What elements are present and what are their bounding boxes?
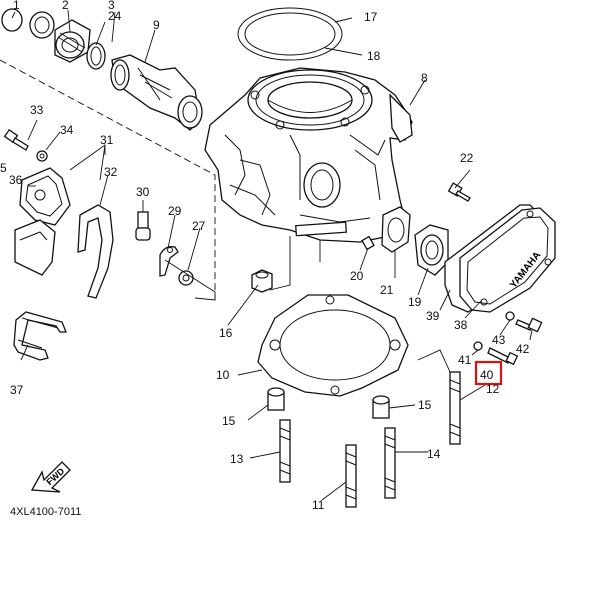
- part-label-27[interactable]: 27: [192, 219, 206, 233]
- exhaust-flange-19: [414, 224, 449, 276]
- part-labels: 1 2 3 24 9 17 18 8 33 34 31 5 36 32 30 2…: [0, 0, 530, 512]
- yamaha-cover: YAMAHA: [459, 207, 556, 313]
- gasket-31-guide: [69, 144, 106, 181]
- part-label-34[interactable]: 34: [60, 123, 74, 137]
- clamp-29: [159, 246, 179, 277]
- bolt-40: [487, 347, 519, 366]
- bolt-22: [447, 182, 471, 202]
- part-label-12[interactable]: 12: [486, 382, 500, 396]
- part-label-19[interactable]: 19: [408, 295, 422, 309]
- washer-43: [505, 311, 515, 321]
- part-label-30[interactable]: 30: [136, 185, 150, 199]
- part-label-11[interactable]: 11: [312, 498, 325, 512]
- part-label-20[interactable]: 20: [350, 269, 364, 283]
- part-label-14[interactable]: 14: [427, 447, 441, 461]
- part-label-3[interactable]: 3: [108, 0, 115, 12]
- exhaust-gasket-21: [381, 206, 411, 253]
- bolt-42: [515, 317, 543, 333]
- boundary-line: [0, 59, 216, 300]
- stud-12: [449, 371, 461, 445]
- cylinder-o-ring-inner: [244, 12, 336, 56]
- part-label-36[interactable]: 36: [9, 173, 23, 187]
- dowel-20: [361, 235, 375, 251]
- part-label-21[interactable]: 21: [380, 283, 394, 297]
- part-label-37[interactable]: 37: [10, 383, 24, 397]
- part-label-41[interactable]: 41: [458, 353, 472, 367]
- intake-joint: [110, 54, 203, 131]
- part-label-16[interactable]: 16: [219, 326, 233, 340]
- fwd-arrow: FWD: [30, 461, 71, 493]
- part-label-1[interactable]: 1: [13, 0, 20, 12]
- part-label-2[interactable]: 2: [62, 0, 69, 12]
- stud-14: [384, 427, 396, 499]
- highlight-box: [474, 360, 503, 386]
- part-label-43[interactable]: 43: [492, 333, 506, 347]
- part-label-29[interactable]: 29: [168, 204, 182, 218]
- part-label-42[interactable]: 42: [516, 342, 530, 356]
- stud-guide-lines: [269, 236, 321, 291]
- cylinder-o-ring-outer: [237, 7, 343, 61]
- part-label-18[interactable]: 18: [367, 49, 381, 63]
- collar-27: [178, 270, 194, 286]
- base-gasket-10: [257, 294, 409, 397]
- part-label-40[interactable]: 40: [480, 368, 494, 382]
- stud-11: [345, 444, 357, 508]
- part-label-5[interactable]: 5: [0, 161, 7, 175]
- gasket-32: [77, 204, 114, 299]
- bracket-37: [13, 311, 67, 361]
- part-label-15-right[interactable]: 15: [418, 398, 432, 412]
- gasket-36: [19, 167, 71, 226]
- bracket-guide: [164, 259, 216, 301]
- drawing-code: 4XL4100-7011: [10, 506, 81, 518]
- cover-plate: [14, 219, 56, 276]
- cylinder-block: [204, 67, 413, 243]
- part-label-22[interactable]: 22: [460, 151, 474, 165]
- small-bolt-30: [135, 211, 151, 241]
- part-label-31[interactable]: 31: [100, 133, 114, 147]
- part-label-15-left[interactable]: 15: [222, 414, 236, 428]
- part-label-33[interactable]: 33: [30, 103, 44, 117]
- bolt-33: [3, 128, 29, 151]
- leader-lines: [11, 9, 533, 501]
- dowel-15-left: [267, 387, 285, 411]
- part-label-10[interactable]: 10: [216, 368, 230, 382]
- stud-13: [279, 419, 291, 483]
- part-label-32[interactable]: 32: [104, 165, 118, 179]
- washer-41: [473, 341, 483, 351]
- washer-34: [36, 150, 48, 162]
- fitting-group-top-left: [1, 8, 106, 70]
- part-label-9[interactable]: 9: [153, 18, 160, 32]
- part-label-13[interactable]: 13: [230, 452, 244, 466]
- part-label-38[interactable]: 38: [454, 318, 468, 332]
- dowel-15-right: [372, 395, 390, 419]
- part-label-39[interactable]: 39: [426, 309, 440, 323]
- part-label-24[interactable]: 24: [108, 9, 122, 23]
- part-label-17[interactable]: 17: [364, 10, 378, 24]
- part-label-8[interactable]: 8: [421, 71, 428, 85]
